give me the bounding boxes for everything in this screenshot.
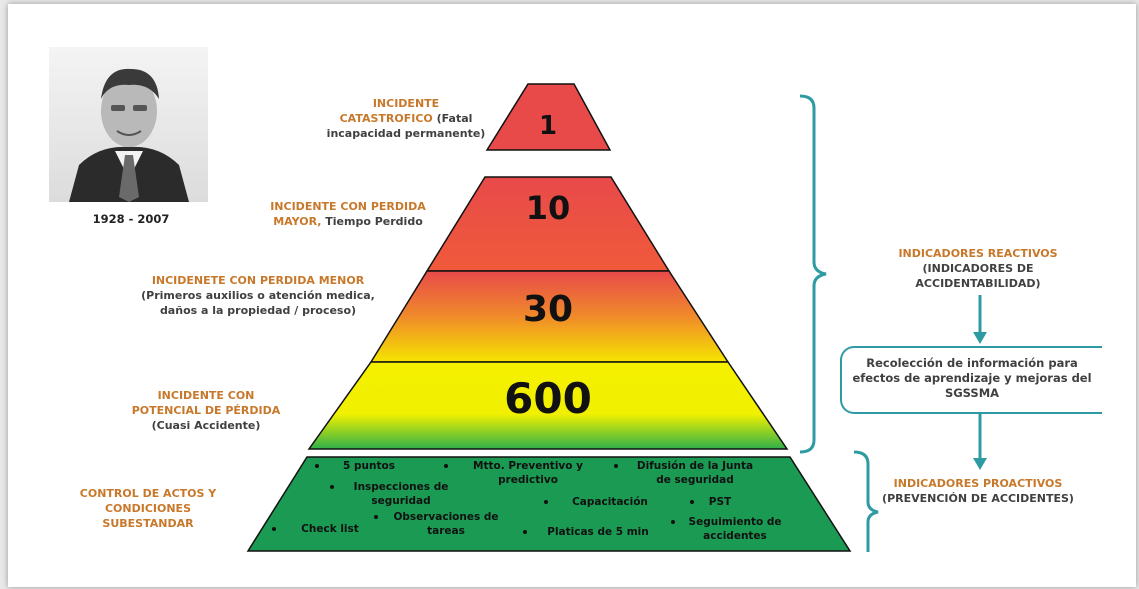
base-item: 5 puntos [343, 460, 395, 472]
level-10-label: INCIDENTE CON PERDIDA MAYOR, Tiempo Perd… [270, 200, 426, 228]
base-item: Seguimiento de accidentes [688, 516, 782, 542]
base-item: Capacitación [572, 496, 648, 508]
level-number-10: 10 [525, 189, 571, 227]
base-item: Observaciones de tareas [393, 511, 499, 537]
level-number-30: 30 [522, 289, 574, 330]
base-label: CONTROL DE ACTOS Y CONDICIONES SUBESTAND… [79, 487, 217, 530]
level-1-label: INCIDENTE CATASTROFICO (Fatal incapacida… [326, 97, 486, 140]
pyramid-base [246, 456, 852, 552]
level-number-600: 600 [504, 374, 592, 423]
base-item: Mtto. Preventivo y predictivo [473, 460, 583, 486]
base-item: Platicas de 5 min [547, 526, 649, 538]
base-item: Inspecciones de seguridad [353, 481, 449, 507]
pyramid-level-600 [307, 361, 789, 450]
portrait-photo [49, 47, 208, 202]
base-item: Difusión de la Junta de seguridad [636, 460, 754, 486]
base-item: Check list [301, 523, 359, 535]
level-600-label: INCIDENTE CON POTENCIAL DE PÉRDIDA(Cuasi… [131, 389, 281, 432]
level-number-1: 1 [538, 111, 558, 141]
reactive-indicators: INDICADORES REACTIVOS(INDICADORES DE ACC… [898, 247, 1058, 290]
proactive-indicators: INDICADORES PROACTIVOS(PREVENCIÓN DE ACC… [882, 477, 1074, 505]
accident-pyramid [246, 83, 987, 552]
info-collection-box: Recolección de información para efectos … [840, 346, 1102, 414]
slide: 1928 - 2007 [8, 4, 1136, 587]
base-item: PST [708, 496, 732, 508]
reactive-brace [799, 94, 827, 454]
portrait-years: 1928 - 2007 [92, 212, 170, 226]
level-30-label: INCIDENETE CON PERDIDA MENOR(Primeros au… [141, 274, 375, 317]
arrow-down-icon [973, 332, 987, 344]
proactive-brace [853, 450, 879, 552]
arrow-down-icon [973, 458, 987, 470]
pyramid-level-1 [485, 83, 612, 151]
